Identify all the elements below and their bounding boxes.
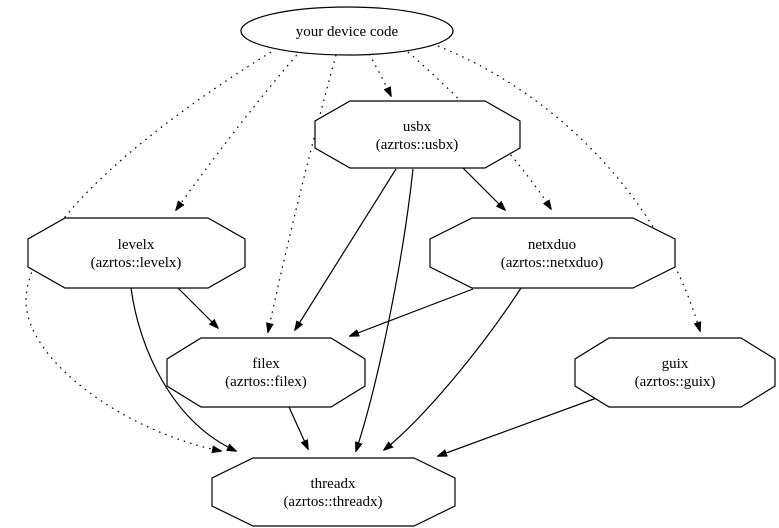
edge-usbx-filex — [295, 168, 397, 330]
edge-netxduo-threadx — [384, 287, 522, 450]
node-filex: filex (azrtos::filex) — [166, 337, 366, 408]
edge-guix-threadx — [438, 395, 603, 456]
edge-levelx-threadx — [130, 287, 236, 451]
node-guix: guix (azrtos::guix) — [574, 337, 776, 408]
node-guix-shape — [574, 337, 776, 408]
node-filex-sublabel: (azrtos::filex) — [225, 374, 307, 390]
node-levelx-sublabel: (azrtos::levelx) — [91, 255, 182, 271]
edge-filex-threadx — [288, 406, 308, 449]
node-netxduo-label: netxduo — [528, 237, 576, 253]
edge-levelx-filex — [176, 286, 218, 328]
edge-devicecode-levelx — [176, 49, 302, 210]
node-usbx-sublabel: (azrtos::usbx) — [376, 137, 458, 153]
node-threadx-label: threadx — [311, 476, 356, 492]
node-threadx-sublabel: (azrtos::threadx) — [283, 494, 382, 510]
node-netxduo-shape — [429, 217, 676, 289]
node-your-device-code-label: your device code — [296, 24, 399, 40]
edge-devicecode-netxduo — [407, 51, 551, 209]
node-filex-label: filex — [252, 356, 280, 372]
node-netxduo: netxduo (azrtos::netxduo) — [429, 217, 676, 289]
node-usbx-shape — [314, 100, 521, 169]
node-levelx-label: levelx — [118, 237, 155, 253]
edge-devicecode-usbx — [368, 53, 391, 96]
node-guix-label: guix — [662, 356, 689, 372]
node-netxduo-sublabel: (azrtos::netxduo) — [501, 255, 603, 271]
edge-usbx-netxduo — [462, 167, 505, 210]
node-threadx: threadx (azrtos::threadx) — [211, 457, 456, 527]
node-threadx-shape — [211, 457, 456, 527]
node-guix-sublabel: (azrtos::guix) — [635, 374, 716, 390]
node-usbx: usbx (azrtos::usbx) — [314, 100, 521, 169]
node-levelx: levelx (azrtos::levelx) — [27, 217, 246, 289]
edge-devicecode-threadx — [25, 51, 272, 451]
node-filex-shape — [166, 337, 366, 408]
edge-devicecode-guix — [437, 45, 700, 331]
node-your-device-code: your device code — [240, 6, 454, 56]
node-your-device-code-shape — [240, 6, 454, 56]
edge-netxduo-filex — [350, 288, 474, 336]
node-usbx-label: usbx — [403, 119, 432, 135]
edge-usbx-threadx — [356, 168, 414, 451]
node-levelx-shape — [27, 217, 246, 289]
edge-devicecode-filex — [268, 54, 337, 332]
